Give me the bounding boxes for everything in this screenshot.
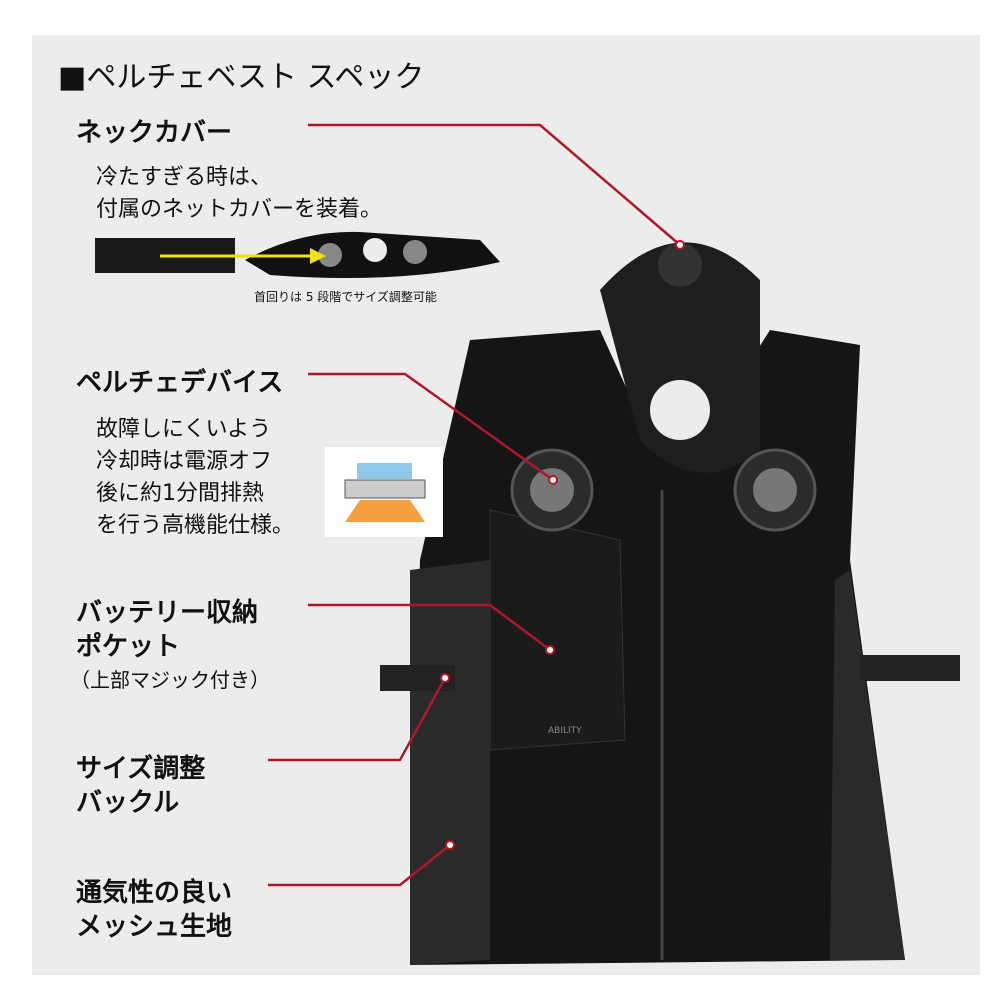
neck-cover-heading: ネックカバー <box>76 118 233 148</box>
neck-cover-line-1: 冷たすぎる時は、 <box>96 165 273 190</box>
peltier-line-2: 冷却時は電源オフ <box>96 449 273 474</box>
battery-pocket-sub: （上部マジック付き） <box>70 668 270 692</box>
peltier-heading: ペルチェデバイス <box>76 368 284 398</box>
neck-cover-line-2: 付属のネットカバーを装着。 <box>96 197 383 222</box>
mesh-heading-1: 通気性の良い <box>76 878 233 908</box>
neck-cover-note: 首回りは 5 段階でサイズ調整可能 <box>254 290 437 304</box>
battery-pocket-heading-2: ポケット <box>76 632 181 662</box>
brand-logo: ABILITY <box>548 726 582 736</box>
page-title: ■ペルチェベスト スペック <box>58 60 425 95</box>
buckle-heading-1: サイズ調整 <box>76 754 206 784</box>
mesh-heading-2: メッシュ生地 <box>76 912 233 942</box>
battery-pocket-heading-1: バッテリー収納 <box>76 598 259 628</box>
peltier-line-3: 後に約1分間排熱 <box>96 481 264 506</box>
peltier-line-1: 故障しにくいよう <box>96 417 272 442</box>
peltier-line-4: を行う高機能仕様。 <box>96 513 295 538</box>
buckle-heading-2: バックル <box>76 788 180 818</box>
